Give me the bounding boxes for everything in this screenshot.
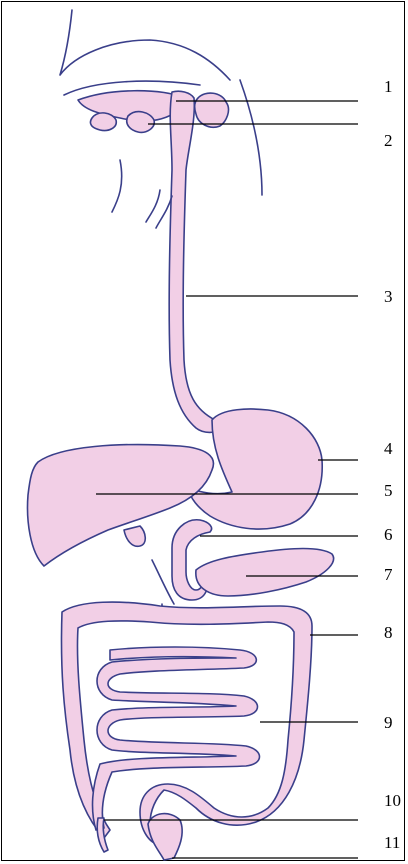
label-11: 11 — [384, 834, 400, 851]
label-5: 5 — [384, 482, 393, 499]
parotid-gland — [195, 93, 229, 127]
pancreas — [196, 549, 334, 597]
sublingual-gland — [90, 113, 116, 131]
label-7: 7 — [384, 566, 393, 583]
label-10: 10 — [384, 792, 401, 809]
trachea — [146, 190, 172, 228]
organ-outlines — [28, 10, 334, 860]
label-1: 1 — [384, 78, 393, 95]
small-intestine — [93, 647, 260, 830]
esophagus — [169, 91, 232, 432]
label-4: 4 — [384, 440, 393, 457]
label-3: 3 — [384, 288, 393, 305]
submandibular-gland — [127, 112, 155, 133]
gall-bladder — [124, 526, 145, 546]
label-2: 2 — [384, 132, 393, 149]
label-6: 6 — [384, 526, 393, 543]
label-8: 8 — [384, 624, 393, 641]
label-9: 9 — [384, 714, 393, 731]
